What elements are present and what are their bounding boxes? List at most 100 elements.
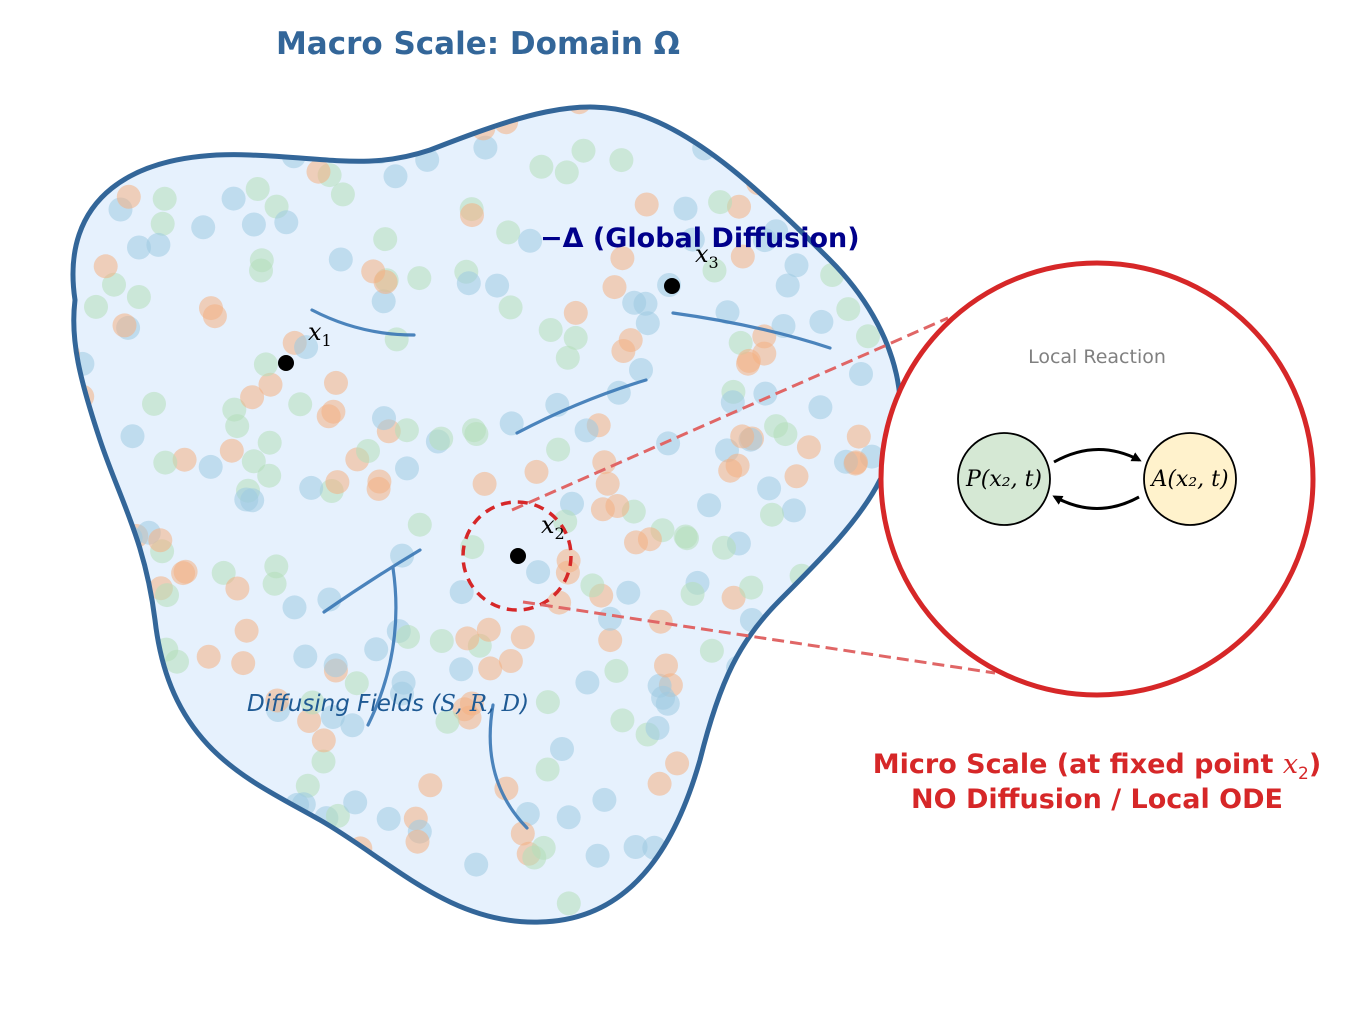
particle [142, 391, 166, 416]
particle [526, 560, 551, 585]
particle [240, 488, 265, 513]
particle [906, 724, 930, 748]
particle [249, 248, 274, 273]
particle [146, 232, 171, 257]
particle [367, 469, 392, 494]
particle [162, 750, 187, 774]
particle [538, 318, 563, 342]
particle [554, 160, 579, 185]
zoom-line-top [511, 316, 949, 512]
particle [680, 227, 705, 252]
particle [170, 779, 195, 804]
streamline [515, 378, 648, 435]
particle [585, 843, 610, 868]
flow-streamlines [310, 308, 832, 830]
particle [836, 147, 861, 172]
particle [729, 688, 754, 713]
particle [809, 309, 834, 334]
particle [97, 107, 122, 129]
particle [846, 424, 871, 449]
particle [574, 418, 599, 443]
particle [241, 212, 266, 237]
particle [730, 424, 755, 449]
point-x1-marker [278, 355, 294, 371]
particle [344, 671, 369, 696]
particle [829, 754, 854, 778]
particle [905, 654, 929, 678]
particle [494, 776, 519, 801]
particle [853, 726, 878, 751]
particle [759, 704, 784, 729]
svg-text:x2: x2 [541, 511, 565, 543]
particle [395, 456, 419, 481]
particle [721, 585, 746, 610]
particle [665, 751, 690, 776]
particle [245, 177, 270, 201]
particle [372, 406, 396, 431]
particle [114, 858, 139, 883]
particle [311, 749, 336, 774]
particle [394, 418, 419, 443]
particle [623, 835, 648, 859]
particle [848, 599, 873, 624]
particle [849, 362, 873, 386]
particle [286, 893, 311, 917]
micro-caption-line1: Micro Scale (at fixed point x2) [873, 749, 1321, 784]
particle [645, 716, 670, 740]
particle [715, 300, 740, 325]
particle [724, 128, 749, 153]
point-x2-marker [510, 548, 526, 564]
particle [556, 891, 581, 916]
particle [147, 762, 172, 787]
particle [429, 426, 454, 451]
particle [635, 311, 660, 336]
particle [418, 773, 443, 798]
particle [686, 107, 711, 125]
particle [390, 681, 414, 706]
particle [808, 395, 833, 420]
particle [860, 112, 885, 137]
particle [354, 909, 378, 923]
particle [373, 227, 398, 252]
particle [595, 471, 620, 496]
particle [231, 651, 256, 676]
particle [456, 271, 481, 296]
particle [616, 580, 641, 605]
particle [344, 107, 369, 114]
particle [757, 476, 782, 501]
particle [871, 609, 895, 634]
diagram-title: Macro Scale: Domain Ω [276, 26, 680, 62]
particle [725, 453, 750, 478]
particle [743, 811, 768, 836]
particle [323, 653, 348, 678]
particle [98, 821, 123, 846]
particle [709, 108, 734, 133]
particle [79, 695, 103, 720]
particle [295, 847, 320, 872]
particle [622, 290, 647, 315]
point-x1: x1 [278, 318, 332, 371]
reaction-arrow-backward-icon [1052, 495, 1140, 510]
particle [343, 790, 368, 815]
particle [461, 913, 486, 923]
particle [853, 533, 878, 558]
particle [269, 869, 294, 894]
svg-text:x1: x1 [308, 318, 332, 350]
particle [127, 235, 151, 260]
particle [294, 335, 319, 360]
particle [555, 345, 580, 370]
particle [563, 300, 588, 325]
particle [240, 107, 265, 130]
particle [857, 215, 881, 240]
particle [784, 464, 809, 489]
particle-field [49, 93, 930, 923]
particle [234, 618, 259, 643]
node-p [957, 432, 1051, 526]
particle [547, 590, 572, 615]
particle [364, 637, 389, 662]
particle [821, 151, 846, 176]
particle [306, 159, 331, 184]
particle [49, 93, 73, 117]
particle [75, 555, 100, 580]
particle [887, 110, 901, 134]
